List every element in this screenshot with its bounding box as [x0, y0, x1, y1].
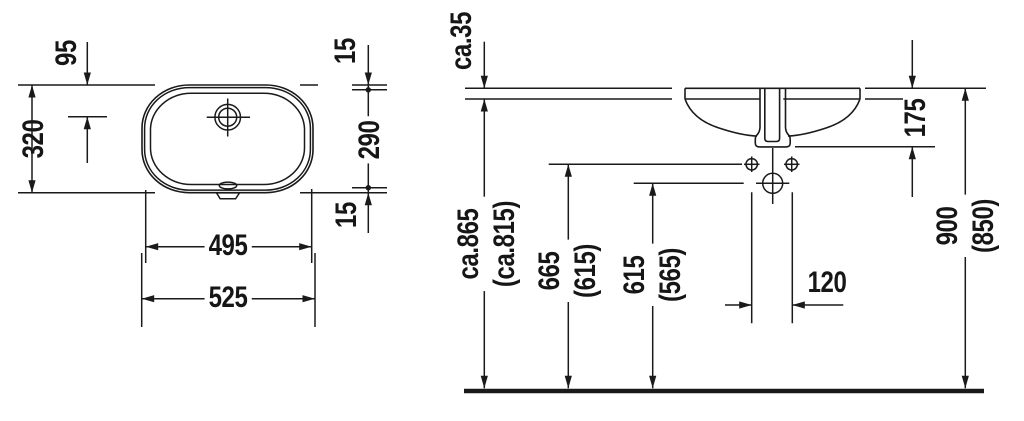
dim-counter-top-height-main: 900 [931, 206, 964, 246]
dim-drain-height-alt: (565) [654, 247, 687, 303]
dim-outer-width: 525 [204, 280, 252, 316]
top-view-dimension-lines [18, 42, 387, 327]
dim-inner-width: 495 [204, 228, 252, 264]
dim-fixing-hole-spacing: 120 [807, 266, 847, 299]
dim-rim-overlap-top: 15 [329, 38, 362, 64]
dim-counter-top-height-alt: (850) [967, 198, 1000, 254]
dim-counter-underside-height-alt: (ca.815) [488, 200, 521, 288]
dim-bowl-span: 290 [352, 116, 388, 164]
dim-drain-height: 615 (565) [617, 243, 689, 307]
dim-basin-depth-below-counter: 175 [899, 98, 932, 138]
top-view-overflow [215, 181, 241, 200]
dim-fixing-holes-height-main: 665 [533, 251, 566, 291]
top-view-drain [206, 98, 250, 137]
front-view-dimension-lines [480, 40, 969, 389]
dim-counter-underside-height: ca.865 (ca.815) [451, 196, 523, 292]
dim-drain-offset-top: 95 [50, 40, 83, 66]
countertop-lines [465, 87, 986, 100]
fixing-holes [744, 156, 800, 172]
dim-counter-underside-height-main: ca.865 [452, 208, 485, 280]
dim-counter-thickness: ca.35 [445, 11, 478, 71]
dim-fixing-holes-height: 665 (615) [532, 239, 604, 303]
dim-basin-depth-outer: 320 [17, 119, 50, 159]
front-view-basin-profile [684, 87, 861, 148]
dim-fixing-holes-height-alt: (615) [569, 243, 602, 299]
dim-drain-height-main: 615 [618, 255, 651, 295]
dim-rim-overlap-bottom: 15 [330, 202, 363, 228]
dim-counter-top-height: 900 (850) [930, 194, 1002, 258]
drain-outlet [756, 148, 790, 204]
